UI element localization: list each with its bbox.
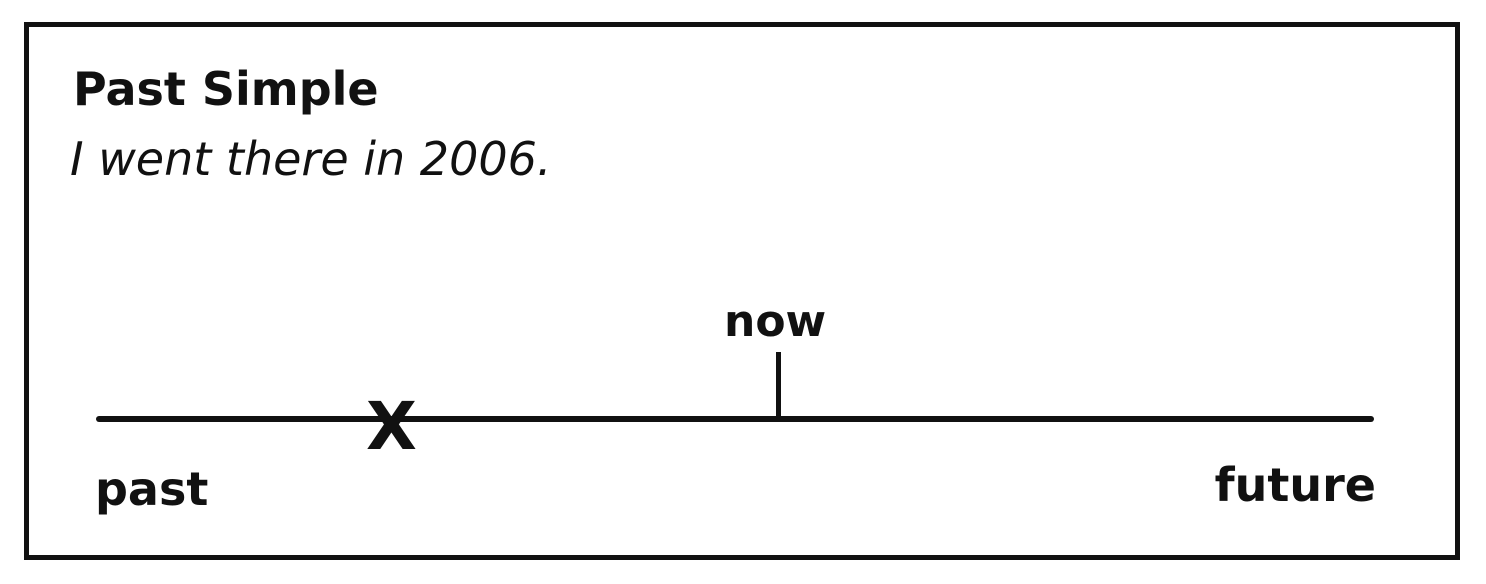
diagram-title: Past Simple bbox=[73, 62, 379, 116]
now-label: now bbox=[724, 296, 827, 347]
example-sentence: I went there in 2006. bbox=[70, 132, 552, 186]
past-label: past bbox=[95, 462, 209, 516]
future-label: future bbox=[1214, 458, 1376, 512]
event-marker: X bbox=[366, 388, 417, 465]
diagram-frame bbox=[24, 22, 1460, 560]
now-tick-mark bbox=[776, 352, 781, 418]
timeline-axis bbox=[96, 416, 1374, 422]
